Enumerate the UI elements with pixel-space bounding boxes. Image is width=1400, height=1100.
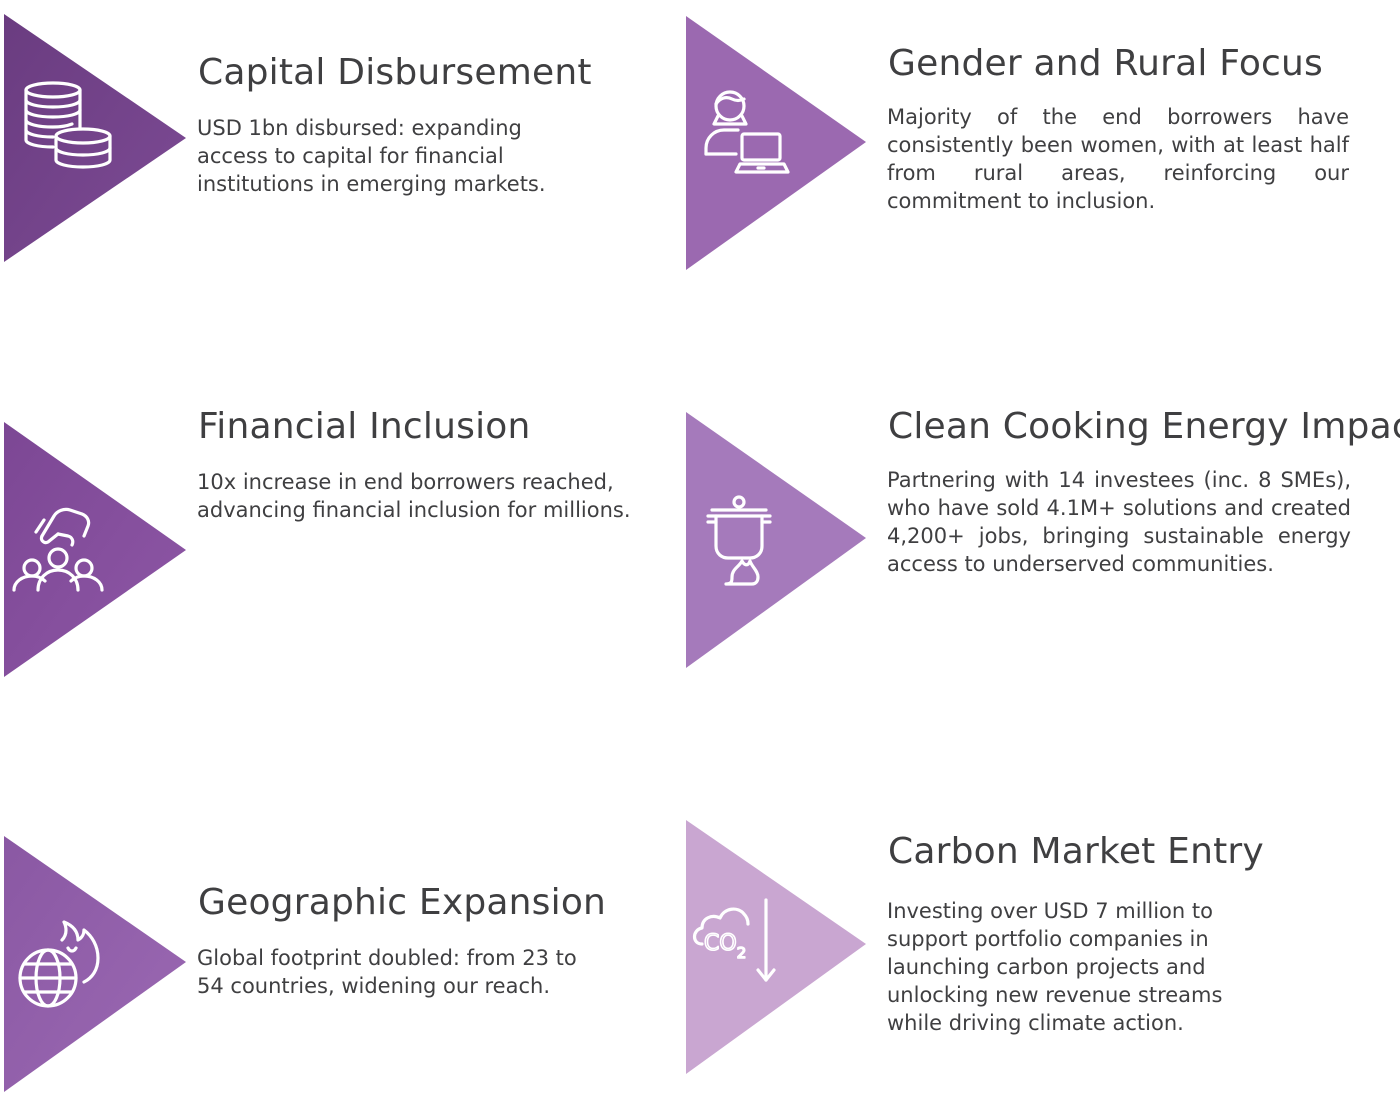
triangle-marker bbox=[686, 412, 866, 668]
hand-people-icon bbox=[12, 507, 104, 592]
triangle-marker bbox=[4, 14, 186, 262]
triangle-marker bbox=[686, 820, 866, 1074]
card-title: Geographic Expansion bbox=[198, 882, 607, 923]
card-title: Financial Inclusion bbox=[198, 406, 531, 447]
cooking-pot-flame-icon bbox=[706, 495, 772, 586]
globe-flame-icon bbox=[18, 920, 100, 1008]
card-title: Clean Cooking Energy Impact bbox=[888, 406, 1400, 447]
triangle-marker bbox=[4, 422, 186, 677]
cloud-co2-down-icon: CO2 bbox=[692, 898, 776, 982]
card-title: Carbon Market Entry bbox=[888, 831, 1264, 872]
coins-stack-icon bbox=[24, 81, 112, 169]
card-description: Global footprint doubled: from 23 to 54 … bbox=[197, 946, 577, 998]
card-description: Investing over USD 7 million to support … bbox=[887, 899, 1223, 1035]
card-description: Partnering with 14 investees (inc. 8 SME… bbox=[887, 468, 1351, 576]
woman-laptop-icon bbox=[704, 90, 790, 174]
card-title: Gender and Rural Focus bbox=[888, 43, 1324, 84]
card-description: Majority of the end borrowers have consi… bbox=[887, 105, 1349, 213]
card-description: 10x increase in end borrowers reached, a… bbox=[197, 470, 631, 522]
card-description: USD 1bn disbursed: expanding access to c… bbox=[197, 116, 546, 196]
co2-label: CO2 bbox=[704, 931, 746, 962]
triangle-marker bbox=[4, 836, 186, 1092]
card-title: Capital Disbursement bbox=[198, 52, 592, 93]
triangle-marker bbox=[686, 16, 866, 270]
